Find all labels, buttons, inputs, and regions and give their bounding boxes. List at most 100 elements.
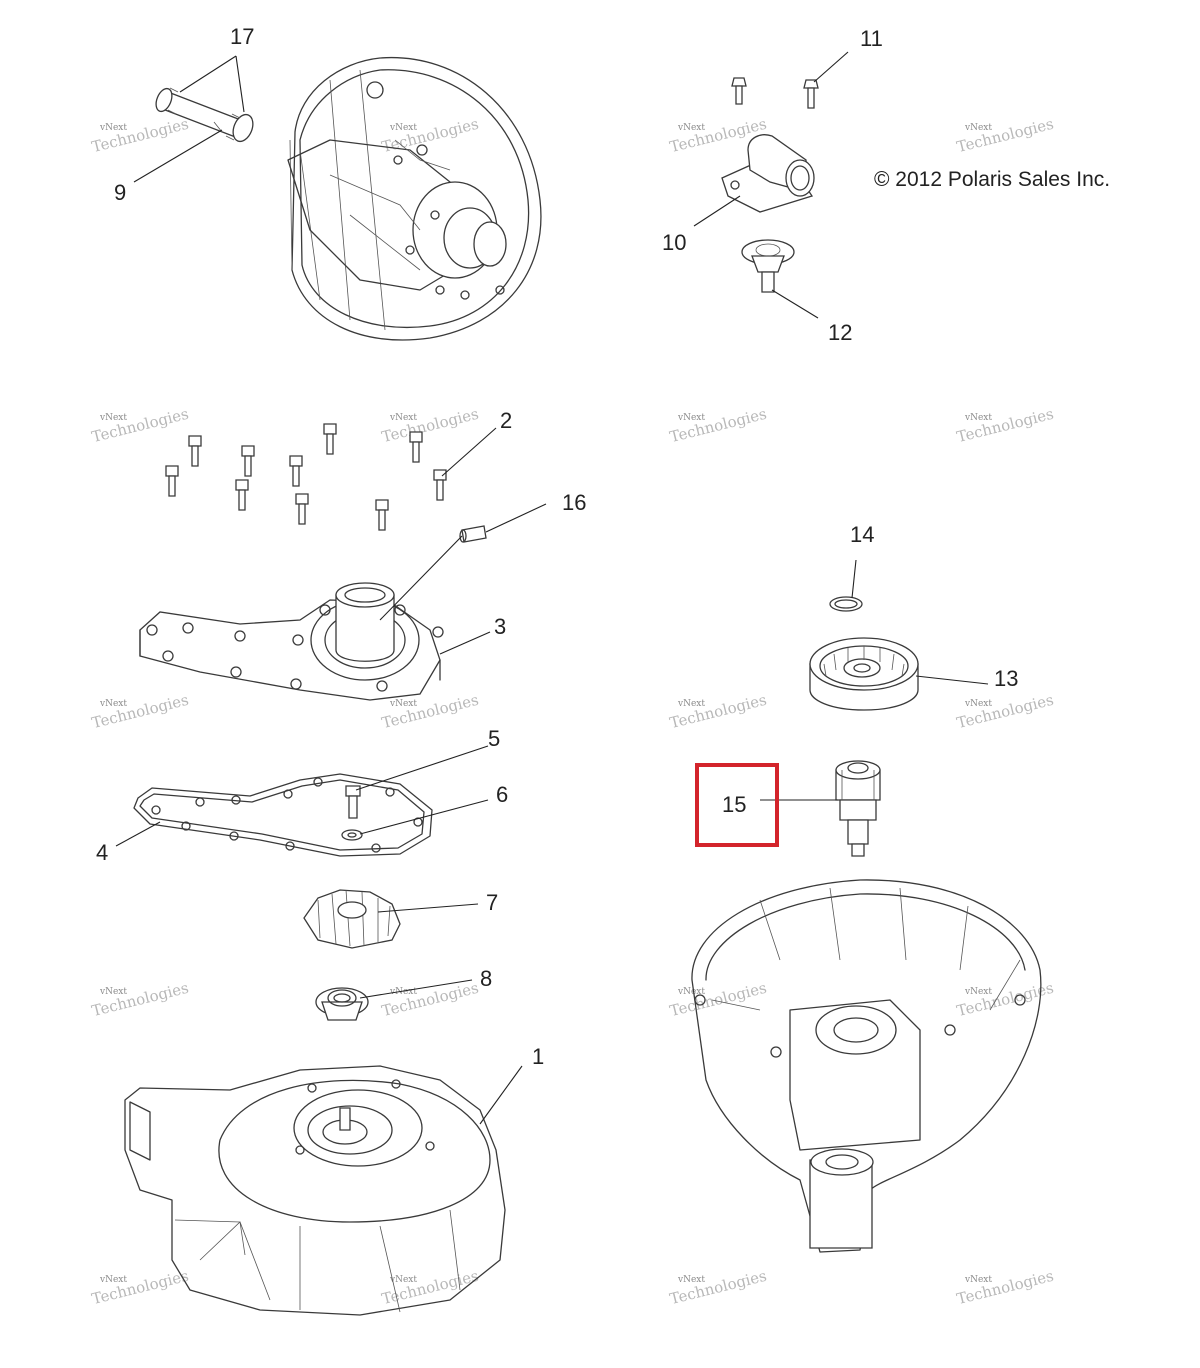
callout-1[interactable]: 1 <box>532 1044 544 1069</box>
callout-10[interactable]: 10 <box>662 230 686 255</box>
watermark: Technologies vNext <box>955 1267 1056 1308</box>
leader-line-5 <box>355 745 489 791</box>
callout-16[interactable]: 16 <box>562 490 586 515</box>
watermark: Technologies vNext <box>380 979 481 1020</box>
callout-6[interactable]: 6 <box>496 782 508 807</box>
watermark-small-text: vNext <box>964 413 992 423</box>
watermark: Technologies vNext <box>668 691 769 732</box>
callout-4[interactable]: 4 <box>96 840 108 865</box>
leader-lines <box>115 51 989 1125</box>
callout-14[interactable]: 14 <box>850 522 874 547</box>
callout-7[interactable]: 7 <box>486 890 498 915</box>
watermark: Technologies vNext <box>90 691 191 732</box>
watermark-large-text: Technologies <box>668 405 769 446</box>
watermark-small-text: vNext <box>677 413 705 423</box>
watermark-large-text: Technologies <box>90 115 191 156</box>
callout-2[interactable]: 2 <box>500 408 512 433</box>
watermark-small-text: vNext <box>964 699 992 709</box>
watermark: Technologies vNext <box>380 405 481 446</box>
callout-15[interactable]: 15 <box>722 792 746 817</box>
watermark-large-text: Technologies <box>668 691 769 732</box>
watermark-small-text: vNext <box>99 699 127 709</box>
leader-line-16b <box>379 535 463 621</box>
clutch-housing-top <box>287 56 542 341</box>
watermark-large-text: Technologies <box>955 115 1056 156</box>
leader-line-8 <box>359 979 473 999</box>
watermark: Technologies vNext <box>668 979 769 1020</box>
watermark: Technologies vNext <box>90 405 191 446</box>
watermark-large-text: Technologies <box>90 691 191 732</box>
part-10-thermostat-housing <box>721 134 815 213</box>
leader-line-3 <box>439 631 491 655</box>
leader-line-17b <box>235 55 245 113</box>
part-9-tube <box>155 87 254 143</box>
watermark-small-text: vNext <box>99 413 127 423</box>
part-3-pump-cover <box>139 582 444 701</box>
leader-line-16 <box>485 503 547 533</box>
leader-line-9 <box>133 129 223 183</box>
part-4-gasket <box>133 773 433 857</box>
watermark-large-text: Technologies <box>668 979 769 1020</box>
copyright-notice: © 2012 Polaris Sales Inc. <box>874 168 1110 191</box>
callout-11[interactable]: 11 <box>860 26 883 51</box>
part-11-bolts <box>731 77 819 109</box>
leader-line-13 <box>915 675 989 685</box>
watermark-layer: Technologies vNext Technologies vNext Te… <box>90 115 1056 1308</box>
watermark-small-text: vNext <box>964 123 992 133</box>
watermark-large-text: Technologies <box>90 979 191 1020</box>
callout-9[interactable]: 9 <box>114 180 126 205</box>
watermark-large-text: Technologies <box>380 979 481 1020</box>
part-7-impeller <box>303 889 401 949</box>
watermark: Technologies vNext <box>955 691 1056 732</box>
callout-labels: 17 9 11 10 12 2 16 3 5 6 4 7 8 1 14 13 1… <box>96 24 1018 1069</box>
watermark-small-text: vNext <box>389 413 417 423</box>
watermark-small-text: vNext <box>389 699 417 709</box>
watermark-large-text: Technologies <box>90 405 191 446</box>
watermark: Technologies vNext <box>90 1267 191 1308</box>
watermark-large-text: Technologies <box>380 115 481 156</box>
watermark-large-text: Technologies <box>380 405 481 446</box>
watermark-small-text: vNext <box>677 987 705 997</box>
watermark: Technologies vNext <box>90 115 191 156</box>
watermark-small-text: vNext <box>389 1275 417 1285</box>
part-5-bolt <box>345 785 361 819</box>
callout-5[interactable]: 5 <box>488 726 500 751</box>
callout-12[interactable]: 12 <box>828 320 852 345</box>
watermark-small-text: vNext <box>99 123 127 133</box>
part-16-dowel-pin <box>459 525 487 543</box>
leader-line-17a <box>179 55 237 93</box>
highlight-box-part-15 <box>695 763 779 847</box>
callout-3[interactable]: 3 <box>494 614 506 639</box>
leader-line-6 <box>359 799 489 835</box>
watermark-small-text: vNext <box>964 1275 992 1285</box>
leader-line-11 <box>813 51 849 83</box>
watermark: Technologies vNext <box>90 979 191 1020</box>
part-15-shaft <box>835 760 881 857</box>
part-12-thermostat <box>741 239 795 293</box>
watermark-small-text: vNext <box>677 123 705 133</box>
watermark-large-text: Technologies <box>955 1267 1056 1308</box>
watermark-large-text: Technologies <box>90 1267 191 1308</box>
leader-line-4 <box>115 821 161 847</box>
gearcase-housing-right <box>691 879 1042 1253</box>
part-13-gear <box>809 637 919 711</box>
watermark-small-text: vNext <box>99 987 127 997</box>
watermark-small-text: vNext <box>99 1275 127 1285</box>
watermark-small-text: vNext <box>677 1275 705 1285</box>
leader-line-1 <box>479 1065 523 1125</box>
callout-13[interactable]: 13 <box>994 666 1018 691</box>
watermark: Technologies vNext <box>955 115 1056 156</box>
watermark-small-text: vNext <box>389 987 417 997</box>
watermark: Technologies vNext <box>668 405 769 446</box>
leader-line-10 <box>693 195 741 227</box>
part-14-o-ring <box>829 596 863 612</box>
part-6-washer <box>341 829 363 841</box>
callout-17[interactable]: 17 <box>230 24 254 49</box>
watermark-large-text: Technologies <box>668 1267 769 1308</box>
part-1-housing <box>124 1065 506 1316</box>
leader-line-2 <box>441 427 497 477</box>
callout-8[interactable]: 8 <box>480 966 492 991</box>
part-8-seal <box>315 987 369 1021</box>
part-2-bolts <box>165 423 447 531</box>
